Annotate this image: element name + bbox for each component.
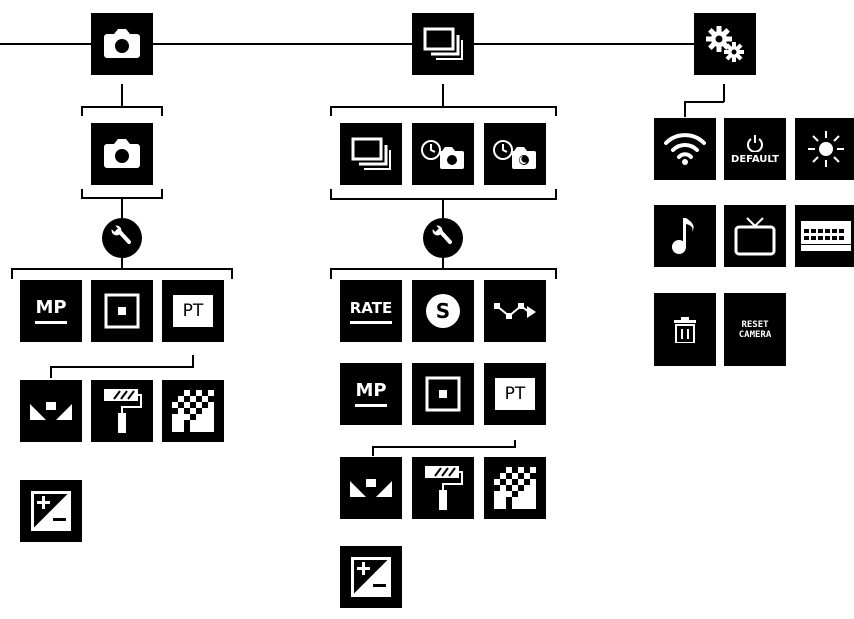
color-icon xyxy=(102,387,142,435)
default-label: DEFAULT xyxy=(731,153,779,165)
brightness-icon xyxy=(806,129,846,169)
beep-tile[interactable] xyxy=(654,205,716,267)
photo-iso-tile[interactable] xyxy=(162,380,224,442)
photo-mode-tile[interactable] xyxy=(91,13,153,75)
wifi-tile[interactable] xyxy=(654,118,716,180)
timelapse-photo-tile[interactable] xyxy=(412,123,474,185)
rate-icon: RATE xyxy=(349,298,393,324)
camera-label: CAMERA xyxy=(738,329,772,340)
burst-white-balance-tile[interactable] xyxy=(340,457,402,519)
burst-icon xyxy=(423,27,463,61)
photo-color-tile[interactable] xyxy=(91,380,153,442)
night-lapse-tile[interactable] xyxy=(484,123,546,185)
protune-icon: PT xyxy=(495,378,535,410)
timelapse-photo-icon xyxy=(420,138,466,170)
burst-interval-tile[interactable] xyxy=(484,280,546,342)
megapixels-icon: MP xyxy=(35,297,67,324)
wrench-icon xyxy=(110,223,134,253)
burst-protune-tile[interactable]: PT xyxy=(484,363,546,425)
reset-label: RESET xyxy=(741,319,769,330)
burst-shutter-tile[interactable]: S xyxy=(412,280,474,342)
pt-label: PT xyxy=(182,301,204,321)
burst-mode-tile[interactable] xyxy=(412,13,474,75)
trash-icon xyxy=(674,316,696,343)
protune-icon: PT xyxy=(173,295,213,327)
megapixels-icon: MP xyxy=(355,380,387,407)
white-balance-icon xyxy=(350,477,392,499)
burst-spot-meter-tile[interactable] xyxy=(412,363,474,425)
burst-icon xyxy=(351,137,391,171)
photo-megapixels-tile[interactable]: MP xyxy=(20,280,82,342)
keyboard-tile[interactable] xyxy=(795,205,854,267)
interval-icon xyxy=(493,300,537,322)
wifi-icon xyxy=(663,132,707,166)
burst-exposure-tile[interactable] xyxy=(340,546,402,608)
default-mode-tile[interactable]: DEFAULT xyxy=(724,118,786,180)
white-balance-icon xyxy=(30,400,72,422)
reset-camera-tile[interactable]: RESET CAMERA xyxy=(724,293,786,366)
s-label: S xyxy=(435,299,451,323)
gears-icon xyxy=(706,26,744,62)
beep-icon xyxy=(670,216,700,256)
brightness-tile[interactable] xyxy=(795,118,854,180)
photo-submode-tile[interactable] xyxy=(91,123,153,185)
wrench-icon xyxy=(431,223,455,253)
photo-settings-wrench[interactable] xyxy=(102,218,142,258)
burst-iso-tile[interactable] xyxy=(484,457,546,519)
photo-exposure-tile[interactable] xyxy=(20,480,82,542)
photo-protune-tile[interactable]: PT xyxy=(162,280,224,342)
tv-output-tile[interactable] xyxy=(724,205,786,267)
settings-mode-tile[interactable] xyxy=(694,13,756,75)
keyboard-icon xyxy=(801,221,851,251)
rate-label: RATE xyxy=(349,298,393,317)
mp-label: MP xyxy=(355,380,387,401)
exposure-icon xyxy=(31,491,71,531)
tv-icon xyxy=(733,216,777,256)
reset-icon: RESET CAMERA xyxy=(739,320,772,340)
photo-white-balance-tile[interactable] xyxy=(20,380,82,442)
delete-tile[interactable] xyxy=(654,293,716,366)
burst-color-tile[interactable] xyxy=(412,457,474,519)
camera-icon xyxy=(103,139,141,169)
exposure-icon xyxy=(351,557,391,597)
iso-icon xyxy=(494,467,536,509)
power-icon xyxy=(746,134,764,152)
shutter-icon: S xyxy=(426,294,460,328)
mp-label: MP xyxy=(35,297,67,318)
photo-spot-meter-tile[interactable] xyxy=(91,280,153,342)
burst-submode-tile[interactable] xyxy=(340,123,402,185)
burst-megapixels-tile[interactable]: MP xyxy=(340,363,402,425)
color-icon xyxy=(423,464,463,512)
spot-meter-icon xyxy=(425,376,461,412)
burst-settings-wrench[interactable] xyxy=(423,218,463,258)
pt-label: PT xyxy=(504,384,526,404)
iso-icon xyxy=(172,390,214,432)
camera-icon xyxy=(103,29,141,59)
night-lapse-icon xyxy=(492,138,538,170)
burst-rate-tile[interactable]: RATE xyxy=(340,280,402,342)
spot-meter-icon xyxy=(104,293,140,329)
